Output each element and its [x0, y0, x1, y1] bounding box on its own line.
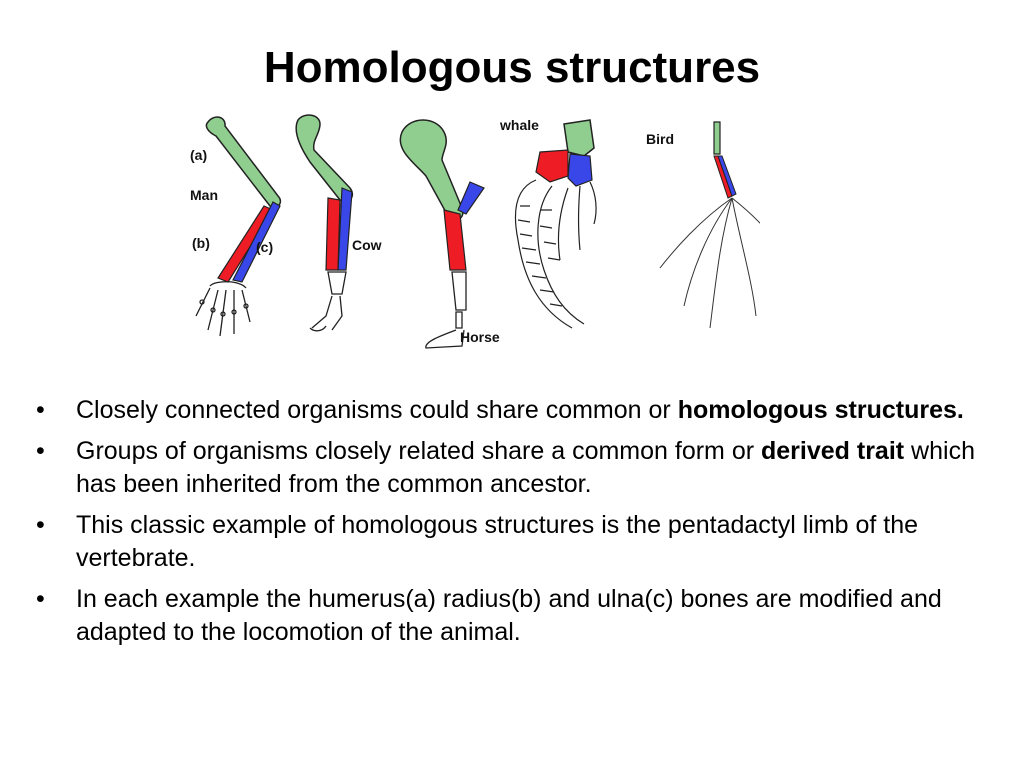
bullet-marker: •	[36, 437, 45, 465]
horse-limb	[399, 119, 485, 349]
bullet-item: • This classic example of homologous stru…	[36, 509, 1006, 575]
label-whale: whale	[499, 117, 539, 133]
bullet-list: • Closely connected organisms could share…	[36, 394, 1006, 657]
cow-humerus	[295, 114, 354, 202]
bullet-bold-text: homologous structures.	[677, 396, 964, 424]
man-hand	[195, 281, 251, 337]
bird-ulna	[717, 155, 737, 197]
label-b: (b)	[192, 235, 210, 251]
label-bird: Bird	[646, 131, 674, 147]
bullet-text: Groups of organisms closely related shar…	[76, 437, 761, 465]
whale-flipper	[514, 179, 597, 329]
bullet-item: • Groups of organisms closely related sha…	[36, 435, 1006, 501]
bullet-marker: •	[36, 585, 45, 613]
bird-humerus	[713, 121, 721, 155]
horse-ulna	[457, 181, 485, 215]
whale-humerus	[563, 119, 595, 157]
whale-limb	[514, 119, 597, 329]
limb-comparison-figure: (a) Man (b) (c) Cow whale Horse Bird	[180, 110, 760, 355]
bullet-item: • Closely connected organisms could share…	[36, 394, 1006, 427]
bullet-text: which has been inherited from the common…	[76, 437, 975, 498]
cow-ulna	[337, 187, 353, 271]
bullet-text: In each example the humerus(a) radius(b)…	[76, 585, 942, 646]
bird-limb	[659, 121, 760, 329]
label-c: (c)	[256, 239, 273, 255]
whale-ulna	[567, 153, 593, 187]
bullet-text: Closely connected organisms could share …	[76, 396, 678, 424]
label-a: (a)	[190, 147, 207, 163]
cow-limb	[295, 114, 354, 332]
cow-radius	[325, 197, 341, 271]
bullet-item: • In each example the humerus(a) radius(b…	[36, 583, 1006, 649]
bullet-marker: •	[36, 396, 45, 424]
horse-humerus	[399, 119, 464, 221]
whale-radius	[535, 149, 569, 183]
bird-feathers	[659, 197, 760, 329]
label-cow: Cow	[352, 237, 382, 253]
horse-radius	[443, 209, 467, 271]
limb-illustration: (a) Man (b) (c) Cow whale Horse Bird	[190, 114, 760, 349]
label-man: Man	[190, 187, 218, 203]
man-humerus	[205, 116, 282, 208]
bullet-text: This classic example of homologous struc…	[76, 511, 919, 572]
cow-foot	[309, 271, 347, 332]
label-horse: Horse	[460, 329, 500, 345]
horse-foot	[425, 271, 467, 349]
slide-title: Homologous structures	[263, 43, 761, 92]
bullet-bold-text: derived trait	[761, 437, 905, 465]
man-ulna	[232, 201, 281, 283]
bullet-marker: •	[36, 511, 45, 539]
man-limb	[195, 116, 282, 337]
